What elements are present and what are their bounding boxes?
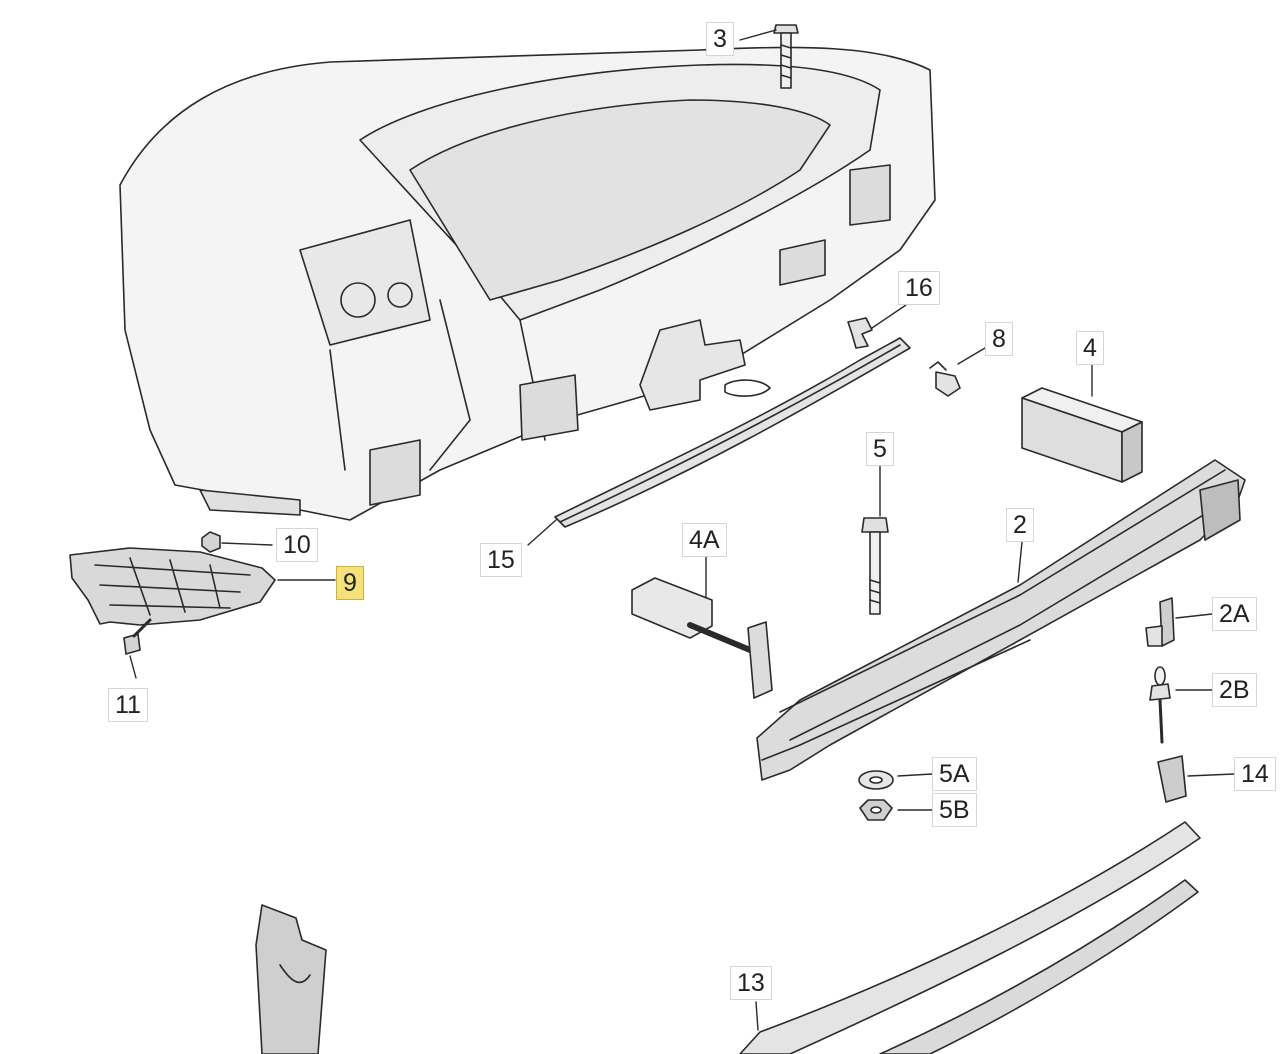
- callout-2: 2: [1006, 508, 1034, 542]
- part-5B-nut: [859, 799, 893, 821]
- callout-4: 4: [1076, 331, 1104, 365]
- part-15-strip: [554, 337, 911, 528]
- part-8-screw: [929, 361, 961, 397]
- leader-lines: [129, 29, 1235, 1031]
- callout-4A: 4A: [682, 523, 727, 557]
- part-4-block: [1021, 387, 1143, 483]
- part-14-clip: [1157, 755, 1187, 803]
- callout-5B: 5B: [932, 793, 977, 827]
- callout-5: 5: [866, 432, 894, 466]
- part-16-clip: [847, 317, 873, 349]
- callout-13: 13: [730, 966, 772, 1000]
- callout-16: 16: [898, 271, 940, 305]
- part-13-guide-strips: [739, 821, 1201, 1054]
- callout-2B: 2B: [1212, 673, 1257, 707]
- callout-14: 14: [1234, 757, 1276, 791]
- callout-15: 15: [480, 543, 522, 577]
- callout-11: 11: [108, 688, 148, 722]
- part-11-screw: [123, 618, 152, 655]
- part-10-nut: [201, 531, 221, 553]
- bottom-left-bracket: [255, 904, 327, 1054]
- callout-5A: 5A: [932, 757, 977, 791]
- vehicle-body-rear: [119, 46, 936, 521]
- callout-10: 10: [276, 528, 318, 562]
- callout-3: 3: [706, 22, 734, 56]
- callout-8: 8: [985, 322, 1013, 356]
- part-5-bolt: [861, 517, 889, 615]
- part-5A-washer: [858, 770, 894, 790]
- part-4A-bracket: [631, 577, 773, 699]
- callout-9: 9: [336, 566, 364, 600]
- part-9-guide-bracket: [69, 547, 276, 626]
- part-2B-pin: [1149, 666, 1171, 744]
- part-2-bumper-beam: [756, 459, 1246, 781]
- callout-2A: 2A: [1212, 597, 1257, 631]
- part-2A-bracket: [1145, 597, 1175, 647]
